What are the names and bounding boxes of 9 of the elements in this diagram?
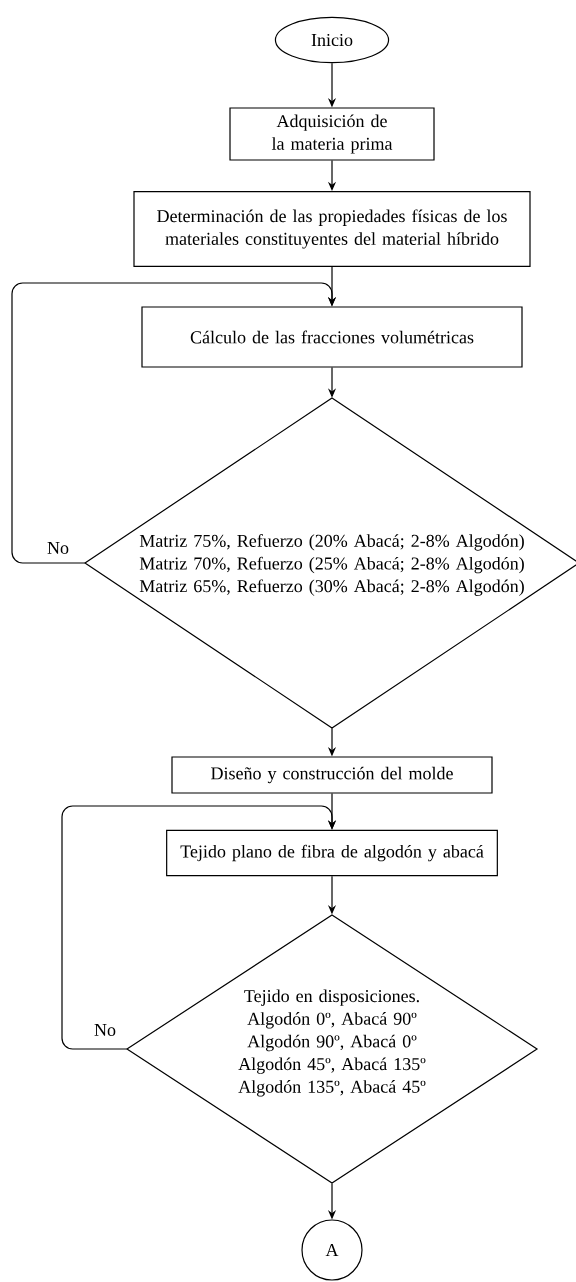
loop-arrow (61, 805, 337, 1050)
process-box: Cálculo de las fracciones volumétricas (141, 306, 523, 368)
edge-label: No (45, 540, 71, 556)
process-box: Determinación de las propiedades físicas de los materiales constituyentes del material híbrido (133, 191, 531, 267)
edge-label: No (92, 1022, 118, 1038)
process-box: Diseño y construcción del molde (171, 756, 493, 794)
loop-arrow (11, 282, 337, 564)
process-box: Adquisición de la materia prima (229, 107, 435, 161)
process-box: Tejido plano de fibra de algodón y abacá (166, 829, 498, 877)
